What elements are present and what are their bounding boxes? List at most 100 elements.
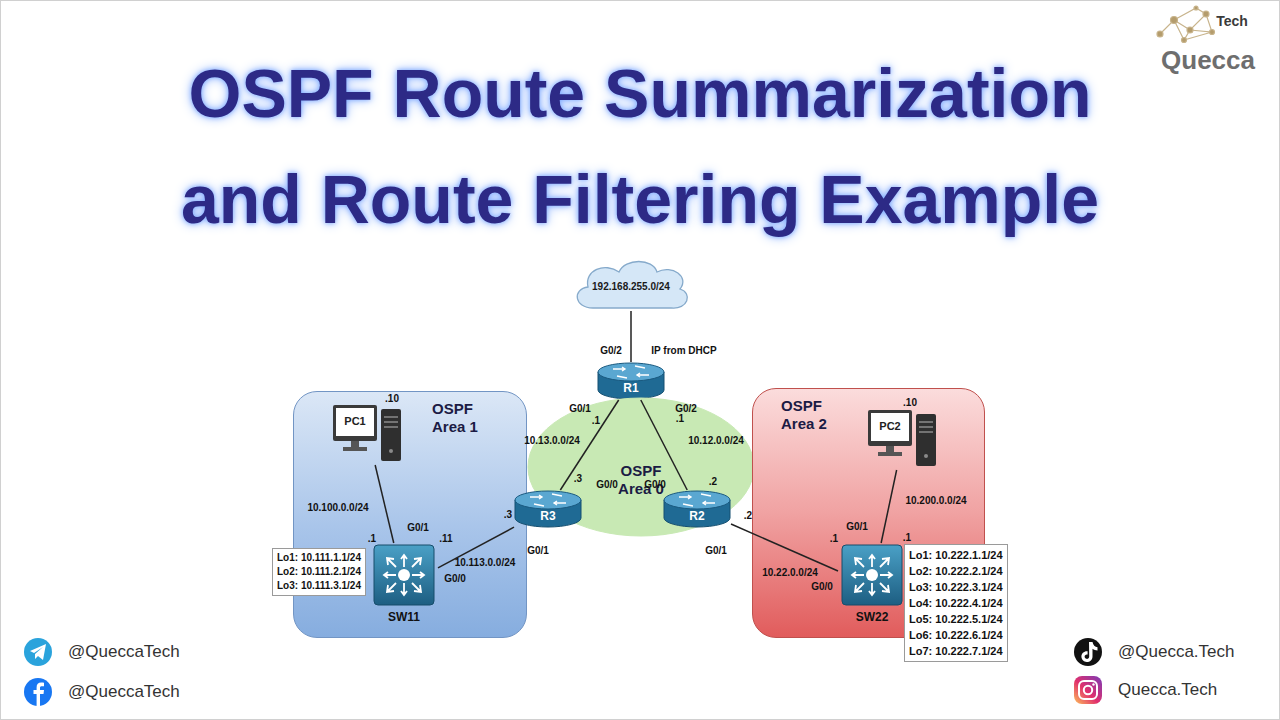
subnet-label: 10.22.0.0/24 <box>762 567 818 578</box>
host-address: .1 <box>676 413 684 424</box>
monitor-screen <box>336 408 374 436</box>
camera-lens <box>1084 686 1092 694</box>
subnet-label: 10.100.0.0/24 <box>307 502 368 513</box>
monitor-base <box>343 447 367 451</box>
router: R1 <box>597 362 665 400</box>
subnet-label: 10.12.0.0/24 <box>688 435 744 446</box>
monitor-screen <box>871 413 909 441</box>
logo-dot <box>1210 30 1215 35</box>
loopback-address: Lo2: 10.222.2.1/24 <box>909 563 1003 579</box>
page-title: OSPF Route Summarization and Route Filte… <box>160 40 1120 252</box>
social-handle: Quecca.Tech <box>1118 680 1217 700</box>
interface-name: G0/1 <box>569 403 591 414</box>
host-address: .2 <box>709 476 717 487</box>
switch-icon: SW22 <box>838 543 906 629</box>
switch-arrows <box>852 555 892 595</box>
social-handle: @Quecca.Tech <box>1118 642 1234 662</box>
pc-icon: PC2 <box>868 410 938 470</box>
network-link <box>641 400 687 490</box>
host-address: .1 <box>903 532 911 543</box>
logo-icon <box>1157 6 1215 43</box>
monitor-stand <box>351 441 359 447</box>
switch-icon: SW11 <box>370 543 438 629</box>
facebook-glyph <box>34 683 45 706</box>
monitor-frame <box>333 405 377 441</box>
logo-text: Tech <box>1216 13 1248 29</box>
logo-dot <box>1171 17 1178 24</box>
loopback-address: Lo6: 10.222.6.1/24 <box>909 627 1003 643</box>
network-link <box>375 465 394 543</box>
host-address: .2 <box>744 510 752 521</box>
logo-dot <box>1157 31 1163 37</box>
tower-slots <box>384 417 398 427</box>
network-link <box>731 524 838 571</box>
logo-dot <box>1187 27 1193 33</box>
switch-body <box>842 545 902 605</box>
logo-text: Quecca <box>1161 45 1255 76</box>
tower-button <box>924 454 928 458</box>
interface-name: G0/2 <box>675 403 697 414</box>
loopback-list: Lo1: 10.222.1.1/24Lo2: 10.222.2.1/24Lo3:… <box>904 544 1008 662</box>
pc-icon: PC1 <box>333 405 403 465</box>
network-link <box>881 470 897 543</box>
telegram-icon <box>24 638 52 666</box>
monitor-frame <box>868 410 912 446</box>
node-shape <box>333 405 403 465</box>
social-handle: @QueccaTech <box>68 642 180 662</box>
network-link <box>630 311 632 362</box>
switch-arrows <box>384 555 424 595</box>
tower-slots <box>919 422 933 432</box>
facebook-icon <box>24 678 52 706</box>
host-address: .11 <box>439 533 452 544</box>
area-name: OSPF Area 1 <box>432 400 492 436</box>
router: R3 <box>514 490 582 528</box>
area-box: PC1SW11Lo1: 10.111.1.1/24Lo2: 10.111.2.1… <box>293 391 527 638</box>
camera-body <box>1079 681 1097 699</box>
router-arrows <box>679 494 715 506</box>
logo-dot <box>1182 38 1187 43</box>
loopback-address: Lo1: 10.111.1.1/24 <box>277 551 361 565</box>
note-glyph <box>1081 642 1097 662</box>
interface-name: G0/0 <box>811 581 833 592</box>
interface-name: G0/1 <box>407 522 429 533</box>
device-name: R3 <box>514 508 582 524</box>
loopback-address: Lo3: 10.111.3.1/24 <box>277 579 361 593</box>
host-address: .1 <box>592 415 600 426</box>
pc-tower <box>381 409 401 461</box>
camera-dot <box>1092 683 1094 685</box>
logo-dot <box>1194 6 1198 10</box>
interface-name: G0/1 <box>527 545 549 556</box>
switch-hub <box>866 569 878 581</box>
device-name: PC1 <box>336 415 374 428</box>
host-address: .1 <box>830 533 838 544</box>
subnet-label: 10.200.0.0/24 <box>905 495 966 506</box>
device-name: PC2 <box>871 420 909 433</box>
tower-button <box>389 449 393 453</box>
icon-square <box>1074 676 1102 704</box>
icon-disc <box>24 638 52 666</box>
loopback-address: Lo1: 10.222.1.1/24 <box>909 547 1003 563</box>
device-name: SW22 <box>838 609 906 625</box>
router: R2 <box>663 490 731 528</box>
logo-lines <box>1160 8 1212 40</box>
icon-disc <box>24 678 52 706</box>
interface-name: G0/1 <box>846 521 868 532</box>
pc-tower <box>916 414 936 466</box>
area-box: PC2SW22Lo1: 10.222.1.1/24Lo2: 10.222.2.1… <box>752 388 985 638</box>
node-shape <box>868 410 938 470</box>
device-name: 192.168.255.0/24 <box>569 281 693 293</box>
device-name: R2 <box>663 508 731 524</box>
device-name: R1 <box>597 380 665 396</box>
interface-name: G0/2 <box>600 345 622 356</box>
subnet-label: 10.113.0.0/24 <box>455 557 516 568</box>
host-address: .10 <box>385 393 399 404</box>
router-top <box>515 491 581 509</box>
area-name: OSPF Area 2 <box>781 397 841 433</box>
switch-body <box>374 545 434 605</box>
social-handle: @QueccaTech <box>68 682 180 702</box>
host-address: .1 <box>368 533 376 544</box>
loopback-list: Lo1: 10.111.1.1/24Lo2: 10.111.2.1/24Lo3:… <box>272 548 366 596</box>
subnet-label: 10.13.0.0/24 <box>524 435 580 446</box>
loopback-address: Lo7: 10.222.7.1/24 <box>909 643 1003 659</box>
